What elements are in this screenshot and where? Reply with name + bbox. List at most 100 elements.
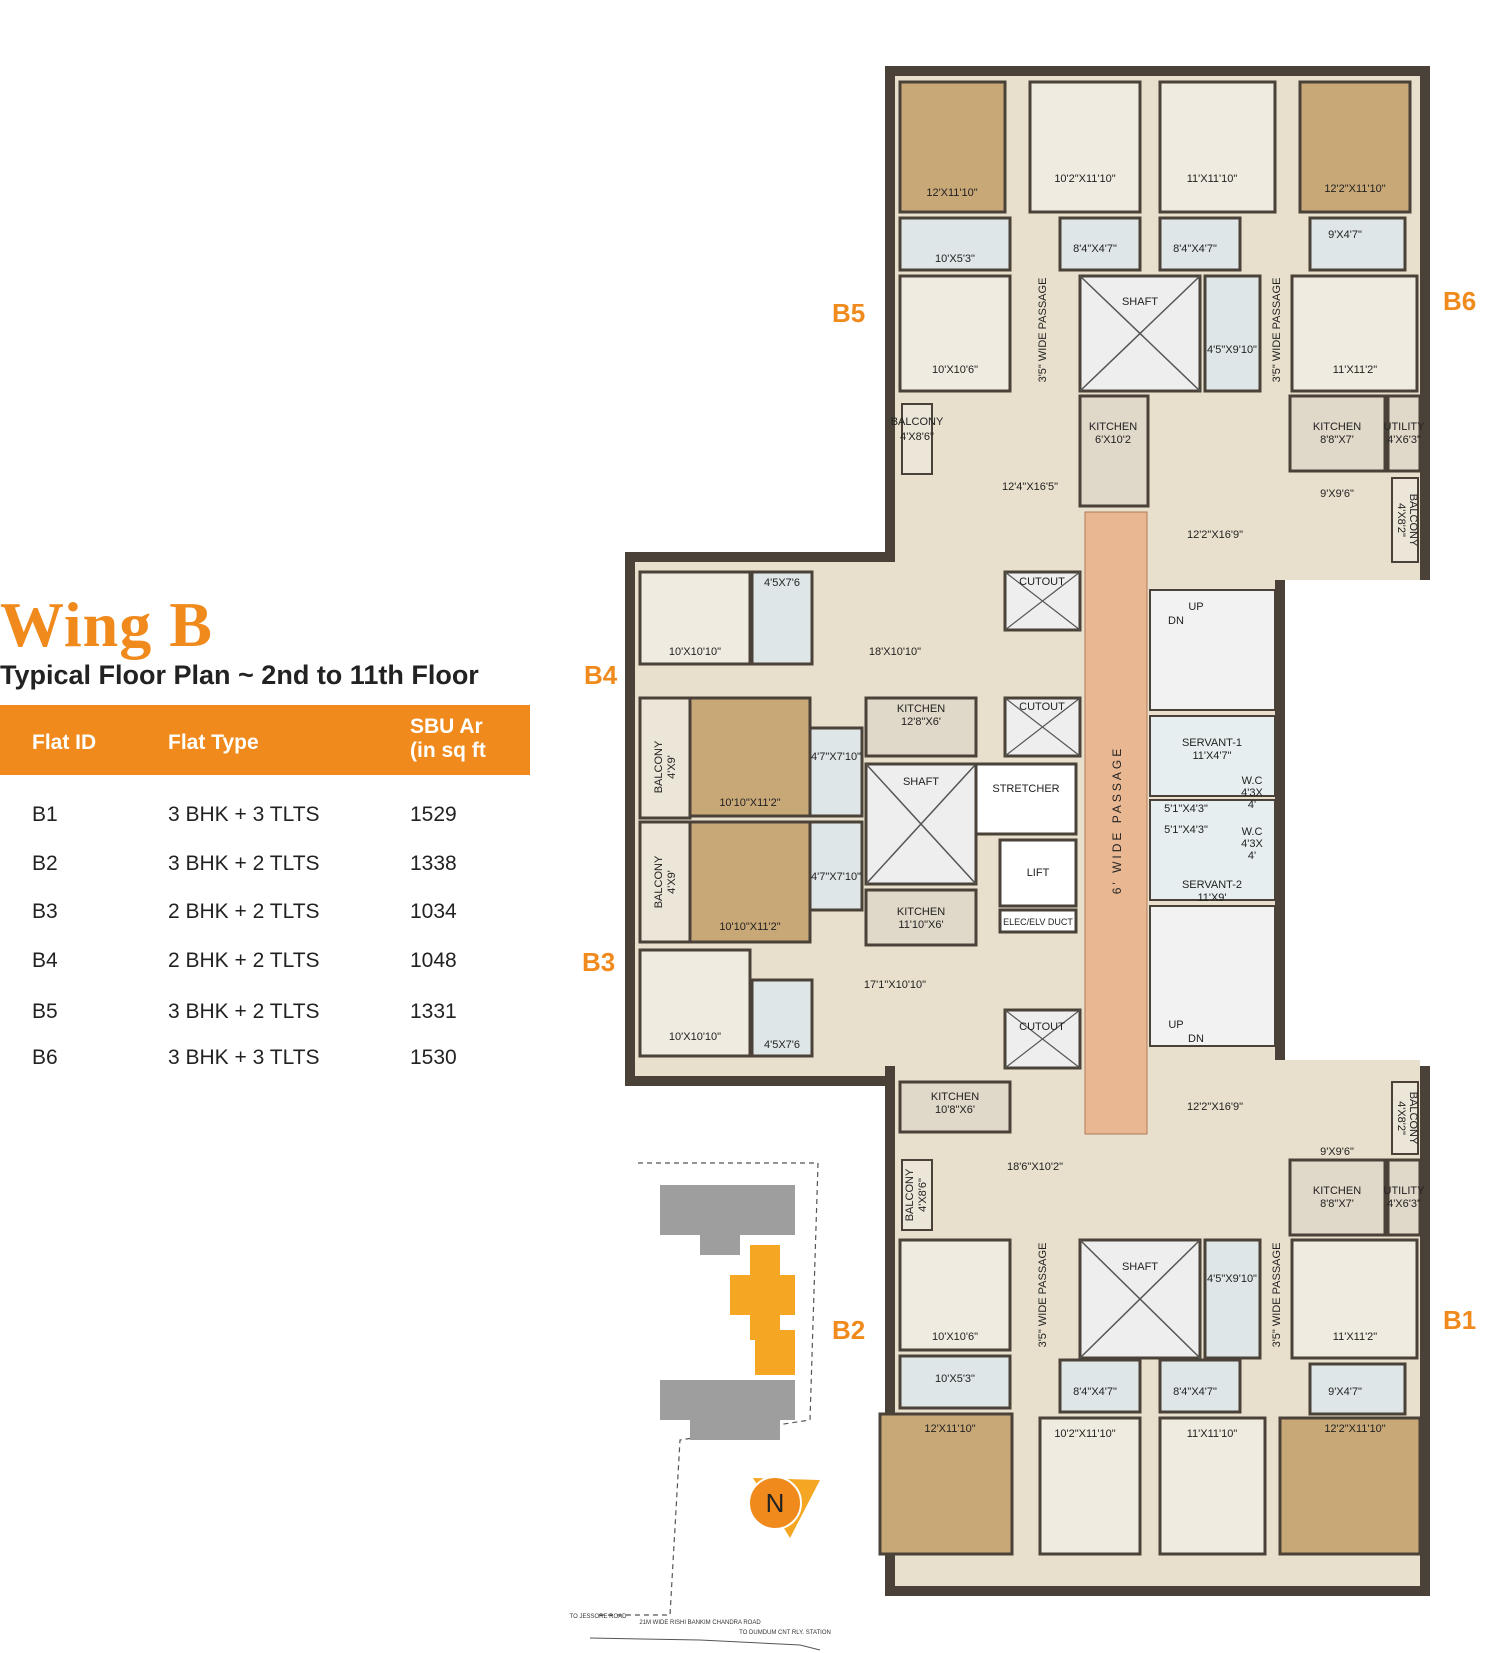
room-label: BALCONY [891,416,944,428]
room-label: 4' [1248,850,1256,862]
room-label: 18'X10'10" [869,646,921,658]
room-label: W.C [1242,775,1263,787]
room-label: SHAFT [1122,1261,1158,1273]
room-label: 9'X9'6" [1320,488,1354,500]
room-label: 8'8"X7' [1320,1198,1354,1210]
central-passage [1084,511,1148,1135]
flat-type: 3 BHK + 3 TLTS [168,803,320,826]
flat-area: 1331 [410,1000,457,1023]
room-label: 12'2"X11'10" [1324,183,1385,195]
room-label: 10'X10'10" [669,646,721,658]
road-label-left: TO JESSORE ROAD [570,1614,628,1620]
unit-label-b4: B4 [584,660,618,690]
room-label: 9'X9'6" [1320,1146,1354,1158]
unit-label-b6: B6 [1443,286,1477,316]
room-label: LIFT [1027,867,1050,879]
room-label: 11'10"X6' [898,919,943,931]
room-label: 4'X8'6" [900,431,934,443]
flat-id: B6 [32,1046,58,1069]
road-label-right: TO DUMDUM CNT RLY. STATION [739,1630,831,1636]
room-label: 12'4"X16'5" [1002,481,1058,493]
room-label: 4'7"X7'10" [811,871,861,883]
room-label: 4'5X7'6 [764,1039,800,1051]
flat-area: 1338 [410,852,457,875]
room-label: 10'X10'6" [932,1331,978,1343]
room-label: CUTOUT [1019,576,1065,588]
stair-label: DN [1188,1033,1204,1045]
room-label: 10'10"X11'2" [719,797,780,809]
table-row: B1 3 BHK + 3 TLTS 1529 [0,795,540,835]
table-row: B3 2 BHK + 2 TLTS 1034 [0,892,540,932]
balcony-label: 4'X8'2" [1395,1101,1407,1135]
room-label: 4'5"X9'10" [1207,1273,1257,1285]
flat-id: B4 [32,949,58,972]
room-label: 6'X10'2 [1095,434,1131,446]
room-label: 11'X11'10" [1187,1428,1238,1440]
room-label: KITCHEN [1313,421,1361,433]
north-icon [748,1476,820,1538]
unit-label-b2: B2 [832,1315,866,1345]
room-label: 5'1"X4'3" [1164,824,1208,836]
balcony-label: BALCONY [653,855,665,908]
table-row: B5 3 BHK + 2 TLTS 1331 [0,992,540,1032]
room-label: 9'X4'7" [1328,1386,1362,1398]
b4-b3-rooms [638,570,1082,1070]
flat-id: B3 [32,900,58,923]
passage-label: 3'5" WIDE PASSAGE [1271,278,1283,383]
room-label: 18'6"X10'2" [1007,1161,1063,1173]
room-label: 12'X11'10" [924,1423,975,1435]
unit-label-b3: B3 [582,947,616,977]
passage-label: 3'5" WIDE PASSAGE [1037,278,1049,383]
room-label: KITCHEN [897,906,945,918]
balcony-label: 4'X8'2" [1395,503,1407,537]
room-label: SERVANT-1 [1182,737,1242,749]
balcony-label: 4'X9' [666,755,678,779]
flat-type: 2 BHK + 2 TLTS [168,900,320,923]
flat-area: 1034 [410,900,457,923]
flat-type: 3 BHK + 2 TLTS [168,1000,320,1023]
header-flat-id: Flat ID [32,731,97,754]
stair-label: UP [1168,1019,1183,1031]
room-label: UTILITY [1384,1185,1426,1197]
flat-id: B1 [32,803,58,826]
north-label: N [766,1488,785,1518]
wide-passage-label: 6' WIDE PASSAGE [1110,746,1124,894]
b2-rooms [878,1080,1202,1556]
unit-label-b1: B1 [1443,1305,1477,1335]
room-label: SHAFT [1122,296,1158,308]
room-label: 4'X6'3" [1387,1198,1421,1210]
room-label: 11'X4'7" [1192,750,1231,762]
room-label: KITCHEN [1313,1185,1361,1197]
header-flat-type: Flat Type [168,731,259,754]
header-sbu-area: SBU Ar [410,715,483,738]
room-label: 5'1"X4'3" [1164,803,1208,815]
room-label: KITCHEN [897,703,945,715]
page-subtitle: Typical Floor Plan ~ 2nd to 11th Floor [0,660,479,690]
flat-type: 3 BHK + 2 TLTS [168,852,320,875]
room-label: ELEC/ELV DUCT [1003,917,1073,927]
table-row: B2 3 BHK + 2 TLTS 1338 [0,844,540,884]
b1-rooms [1158,1081,1422,1556]
room-label: 10'8"X6' [935,1104,975,1116]
passage-label: 3'5" WIDE PASSAGE [1037,1243,1049,1348]
room-label: STRETCHER [992,783,1059,795]
room-label: 10'10"X11'2" [719,921,780,933]
passage-label: 3'5" WIDE PASSAGE [1271,1243,1283,1348]
room-label: SERVANT-2 [1182,879,1242,891]
room-label: KITCHEN [931,1091,979,1103]
room-label: 11'X9' [1197,892,1226,904]
room-label: 12'X11'10" [926,187,977,199]
room-label: 10'X5'3" [935,1373,975,1385]
room-label: 11'X11'2" [1333,364,1377,376]
room-label: 8'4"X4'7" [1073,1386,1117,1398]
room-label: 10'X10'6" [932,364,978,376]
road-label: 21M WIDE RISHI BANKIM CHANDRA ROAD [639,1620,761,1626]
flat-type: 3 BHK + 3 TLTS [168,1046,320,1069]
table-row: B4 2 BHK + 2 TLTS 1048 [0,941,540,981]
room-label: 12'8"X6' [901,716,941,728]
room-label: 9'X4'7" [1328,229,1362,241]
room-label: CUTOUT [1019,701,1065,713]
table-header: Flat ID Flat Type SBU Ar (in sq ft [0,705,530,775]
room-label: UTILITY [1384,421,1426,433]
